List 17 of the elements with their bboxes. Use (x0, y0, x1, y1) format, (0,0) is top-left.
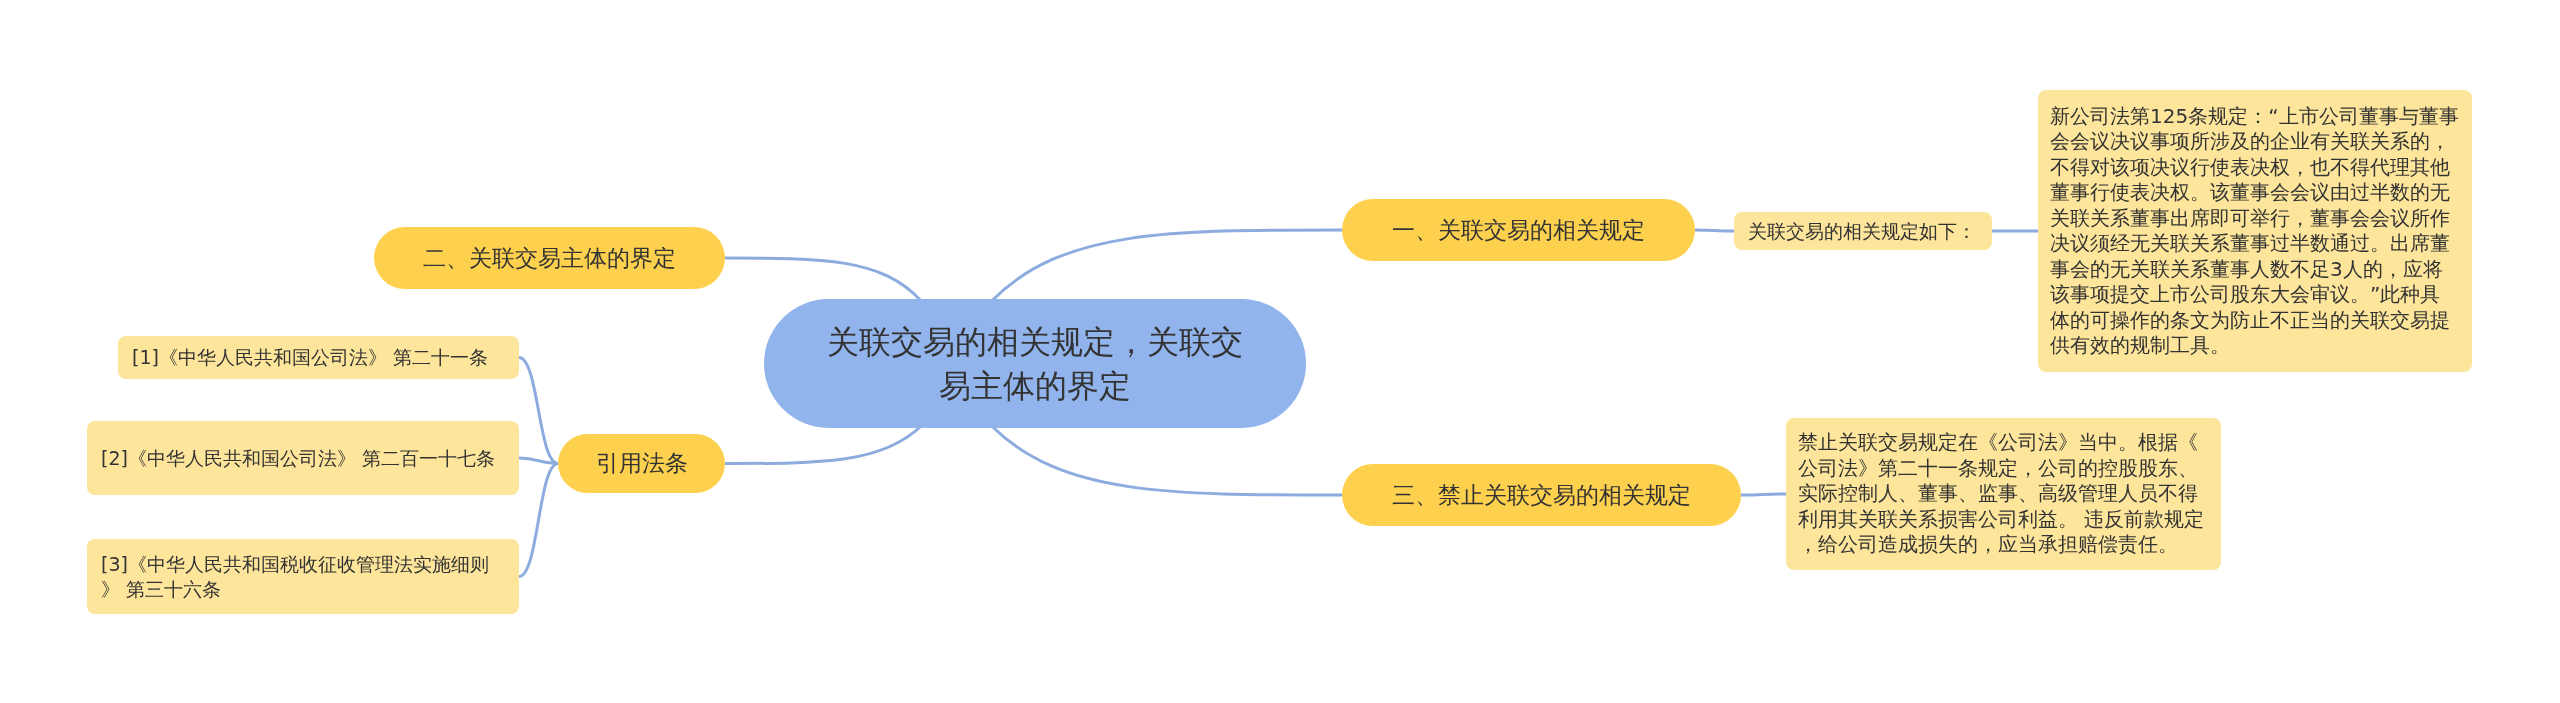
connector-line (518, 456, 559, 465)
topic-box: 二、关联交易主体的界定 (374, 227, 725, 289)
central-topic: 关联交易的相关规定，关联交易主体的界定 (764, 299, 1306, 428)
reference-box: [2]《中华人民共和国公司法》 第二百一十七条 (87, 421, 519, 495)
connector-line (1741, 492, 1786, 497)
note-box: 关联交易的相关规定如下： (1734, 212, 1992, 250)
topic-box: 一、关联交易的相关规定 (1342, 199, 1695, 261)
connector-line (518, 462, 559, 578)
reference-box: [3]《中华人民共和国税收征收管理法实施细则》 第三十六条 (87, 539, 519, 614)
reference-box: [1]《中华人民共和国公司法》 第二十一条 (118, 336, 519, 379)
topic-box: 引用法条 (558, 434, 725, 493)
connector-line (1992, 229, 2038, 233)
note-box: 禁止关联交易规定在《公司法》当中。根据《公司法》第二十一条规定，公司的控股股东、实际控制人、董事、监事、高级管理人员不得利用其关联关系损害公司利益。 违反前款规定，给公司造成损失的，应当承担赔偿责任。 (1786, 418, 2221, 570)
connector-line (518, 356, 559, 465)
connector-line (1695, 228, 1734, 233)
note-box: 新公司法第125条规定：“上市公司董事与董事会会议决议事项所涉及的企业有关联关系的，不得对该项决议行使表决权，也不得代理其他董事行使表决权。该董事会会议由过半数的无关联关系董事出席即可举行，董事会会议所作决议须经无关联关系董事过半数通过。出席董事会的无关联关系董事人数不足3人的，应将该事项提交上市公司股东大会审议。”此种具体的可操作的条文为防止不正当的关联交易提供有效的规制工具。 (2038, 90, 2472, 372)
topic-box: 三、禁止关联交易的相关规定 (1342, 464, 1741, 526)
